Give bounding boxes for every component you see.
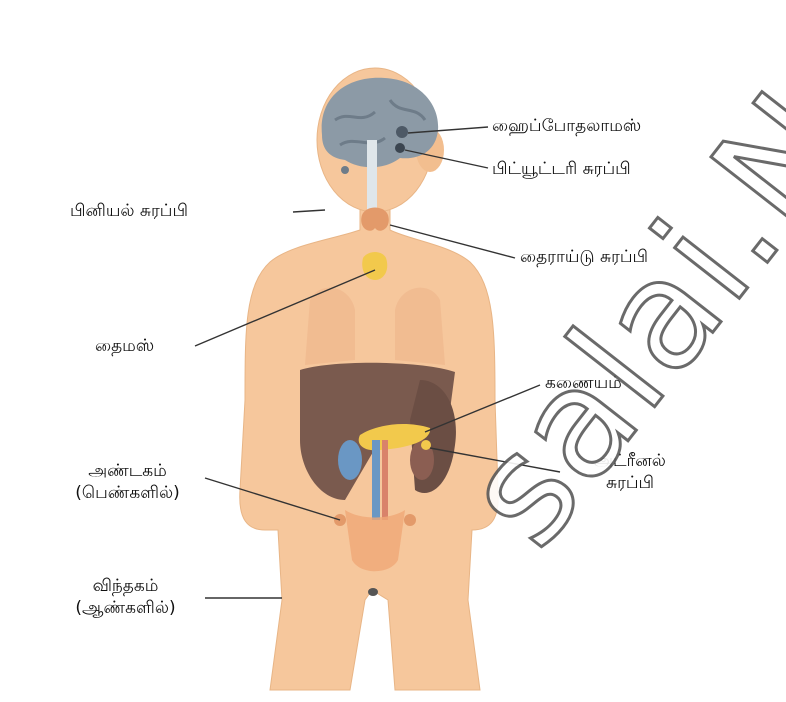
vena-cava [382,440,388,520]
pineal-gland [341,166,349,174]
line-pineal [293,210,325,212]
kidney-left [338,440,362,480]
label-pituitary: பிட்யூட்டரி சுரப்பி [492,158,631,180]
adrenal-gland [421,440,431,450]
label-testes-line1: விந்தகம் [48,575,203,597]
uterus [345,510,405,571]
hypothalamus-gland [396,126,408,138]
label-ovary: அண்டகம் (பெண்களில்) [50,460,205,504]
lung-right [395,288,445,365]
thyroid-gland [361,208,389,231]
ovary-right [404,514,416,526]
label-pineal: பினியல் சுரப்பி [70,200,188,222]
lung-left [305,288,355,365]
label-thymus: தைமஸ் [95,335,154,357]
label-ovary-line1: அண்டகம் [50,460,205,482]
label-testes: விந்தகம் (ஆண்களில்) [48,575,203,619]
spinal-cord [367,140,377,210]
label-hypothalamus: ஹைப்போதலாமஸ் [492,115,641,137]
label-ovary-line2: (பெண்களில்) [50,482,205,504]
pituitary-gland [395,143,405,153]
testes [368,588,378,596]
aorta [372,440,380,520]
label-testes-line2: (ஆண்களில்) [48,597,203,619]
